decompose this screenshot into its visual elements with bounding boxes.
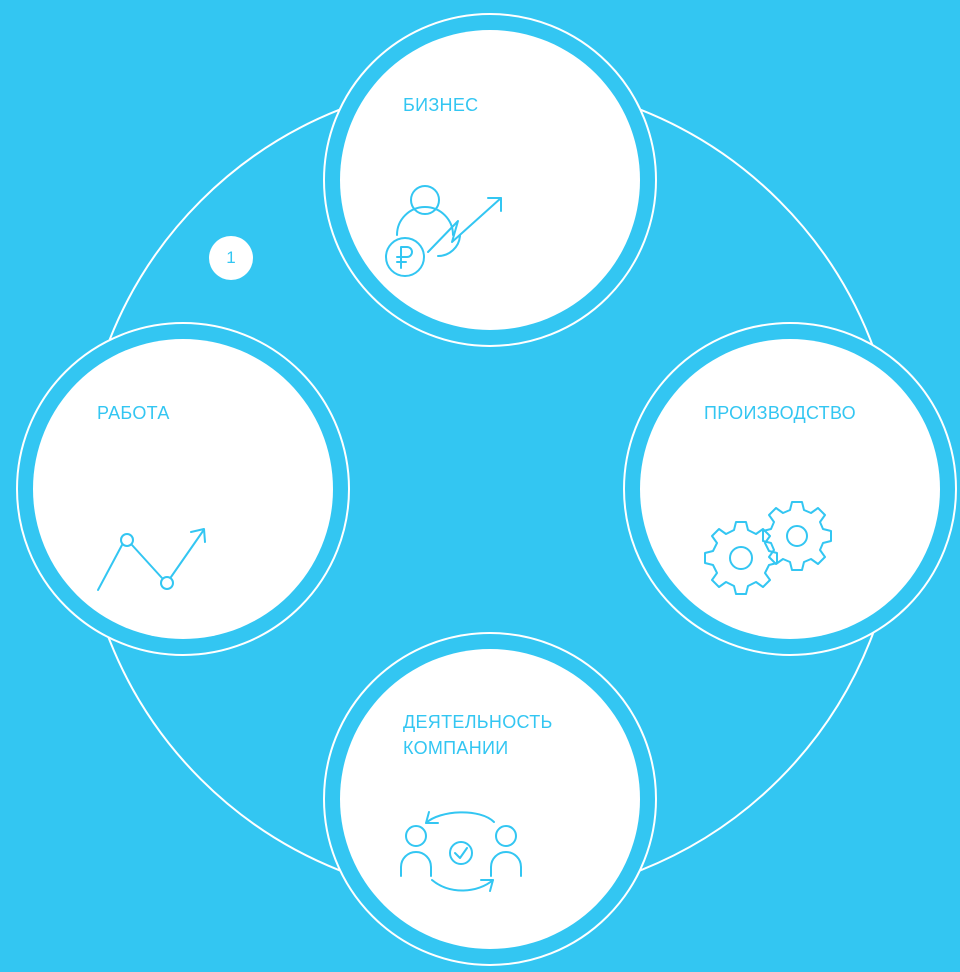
node-work	[16, 322, 350, 656]
node-business	[323, 13, 657, 347]
line-trend-icon	[97, 528, 206, 591]
user-ruble-growth-icon	[385, 185, 502, 277]
gears-icon	[704, 501, 832, 595]
team-exchange-check-icon	[400, 811, 522, 892]
node-label-company-activity-line1: ДЕЯТЕЛЬНОСТЬ	[403, 712, 553, 732]
node-production	[623, 322, 957, 656]
node-company-activity	[323, 632, 657, 966]
node-label-work: РАБОТА	[97, 403, 170, 423]
step-number-badge: 1	[209, 236, 253, 280]
node-label-company-activity-line2: КОМПАНИИ	[403, 738, 509, 758]
node-label-production: ПРОИЗВОДСТВО	[704, 403, 856, 423]
node-label-business: БИЗНЕС	[403, 95, 479, 115]
